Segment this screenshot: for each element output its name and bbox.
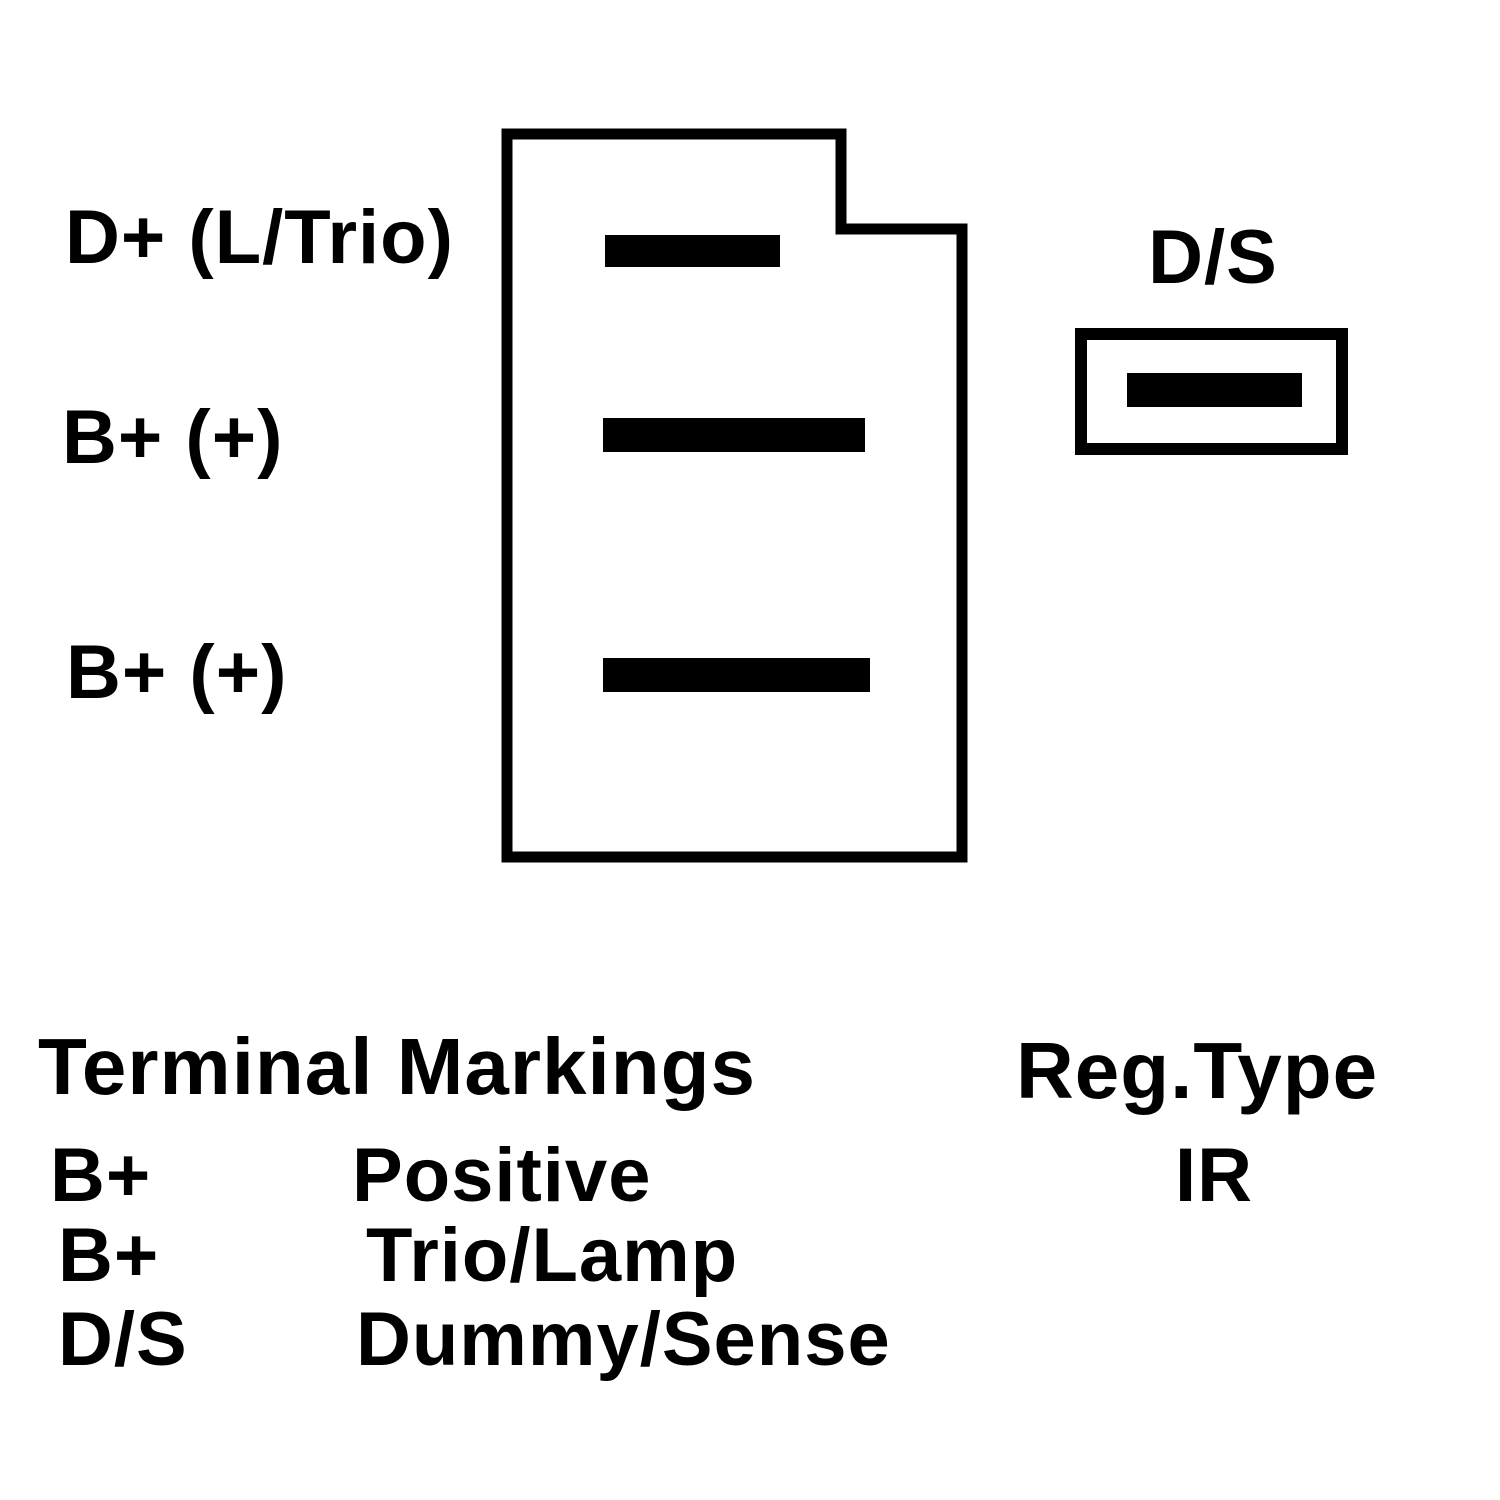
reg-type-value: IR [1175,1133,1253,1218]
terminal-bar-dplus [605,235,780,267]
main-connector-outline [501,128,968,863]
legend-row-description: Trio/Lamp [366,1213,739,1298]
pin-label-bplus-1: B+ (+) [62,395,284,480]
legend-row-terminal: B+ [50,1133,152,1218]
legend-row-terminal: D/S [58,1297,188,1382]
reg-type-title: Reg.Type [1016,1026,1379,1115]
legend-row-terminal: B+ [58,1213,160,1298]
ds-connector-outline [1075,328,1348,455]
pin-label-bplus-2: B+ (+) [66,630,288,715]
terminal-bar-bplus-2 [603,658,870,692]
legend-row-description: Positive [352,1133,652,1218]
legend-row-description: Dummy/Sense [356,1297,891,1382]
pin-label-dplus-ltrio: D+ (L/Trio) [65,195,454,280]
terminal-bar-ds [1127,373,1302,407]
terminal-bar-bplus-1 [603,418,865,452]
terminal-markings-title: Terminal Markings [38,1022,756,1111]
ds-connector-label: D/S [1148,215,1278,300]
